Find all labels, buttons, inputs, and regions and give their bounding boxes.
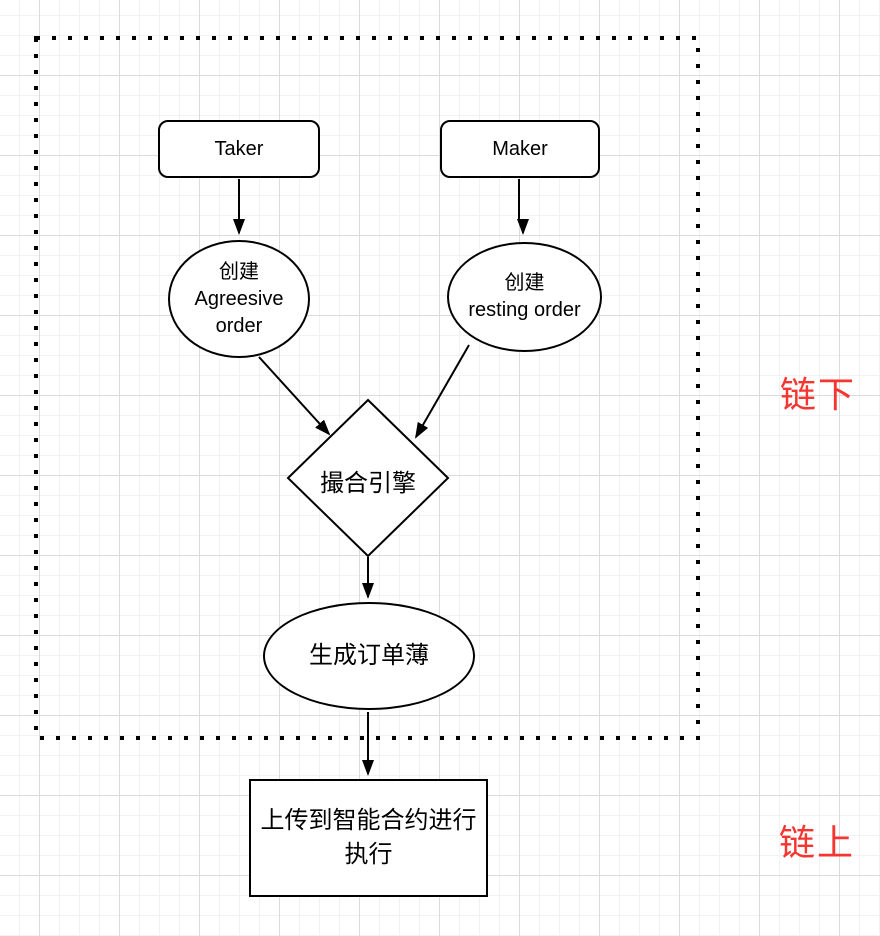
matching-engine-diamond[interactable] xyxy=(286,398,450,558)
arrow-resting-order-to-matching-engine[interactable] xyxy=(415,344,470,439)
arrow-aggressive-order-to-matching-engine[interactable] xyxy=(258,356,331,436)
maker-node[interactable]: Maker xyxy=(440,120,600,178)
resting-order-node[interactable]: 创建 resting order xyxy=(447,242,602,352)
resting-order-label: 创建 resting order xyxy=(468,272,581,321)
offchain-region-label[interactable]: 链下 xyxy=(780,374,857,415)
arrow-maker-to-resting-order[interactable] xyxy=(517,179,529,235)
smart-contract-node[interactable]: 上传到智能合约进行 执行 xyxy=(249,779,488,897)
maker-label: Maker xyxy=(492,137,548,160)
matching-engine-label-wrap[interactable]: 撮合引擎 xyxy=(293,463,443,498)
order-book-label: 生成订单薄 xyxy=(309,641,429,669)
aggressive-order-label: 创建 Agreesive order xyxy=(194,260,284,337)
aggressive-order-node[interactable]: 创建 Agreesive order xyxy=(168,240,310,358)
onchain-region-label[interactable]: 链上 xyxy=(779,822,856,863)
smart-contract-label: 上传到智能合约进行 执行 xyxy=(260,807,477,868)
offchain-boundary-box[interactable] xyxy=(34,36,700,740)
order-book-node[interactable]: 生成订单薄 xyxy=(263,602,475,710)
matching-engine-label: 撮合引擎 xyxy=(320,470,416,497)
taker-label: Taker xyxy=(214,137,264,160)
taker-node[interactable]: Taker xyxy=(158,120,320,178)
